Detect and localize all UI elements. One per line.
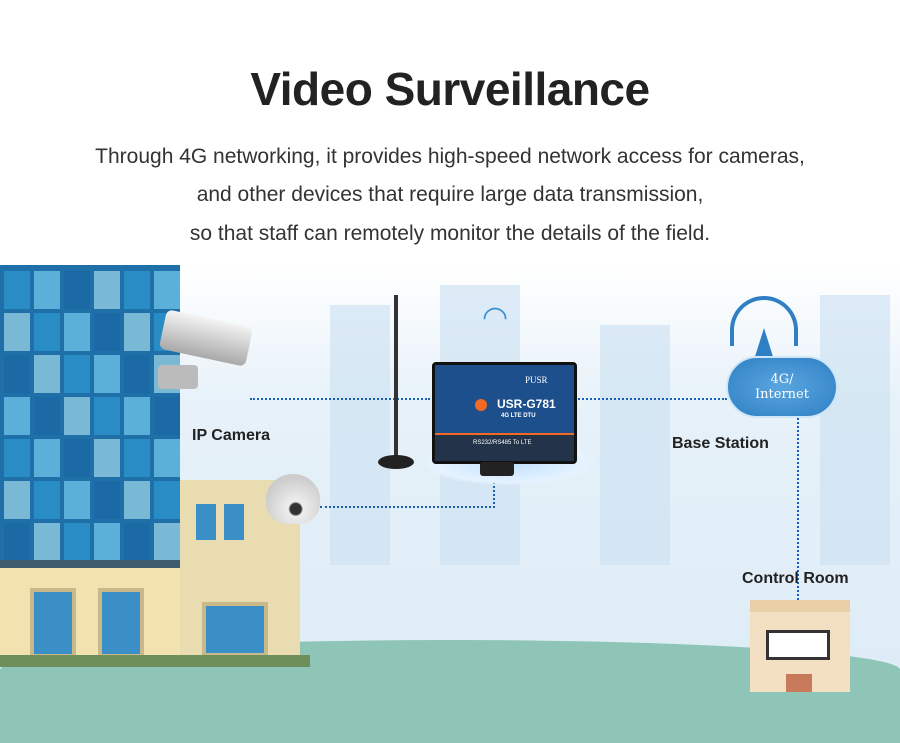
ground-slab — [0, 655, 310, 667]
building-window — [154, 481, 180, 519]
building-window — [34, 397, 60, 435]
device-mount — [480, 462, 514, 476]
background-skyscraper — [330, 305, 390, 565]
cloud-line-2: Internet — [755, 387, 809, 402]
type-label: 4G LTE DTU — [501, 413, 536, 419]
building-window — [64, 313, 90, 351]
building-window — [94, 523, 120, 561]
antenna-icon — [394, 295, 398, 460]
building-window — [4, 439, 30, 477]
building-window — [94, 313, 120, 351]
building-window — [4, 481, 30, 519]
building-window — [64, 481, 90, 519]
control-link-line — [797, 418, 799, 600]
building-window — [64, 523, 90, 561]
office-building — [0, 265, 180, 565]
building-window — [4, 313, 30, 351]
page-title: Video Surveillance — [250, 63, 650, 115]
cloud-line-1: 4G/ — [770, 372, 794, 387]
monitor-icon — [766, 630, 830, 660]
storefront-window — [202, 602, 268, 657]
cloud-icon: 4G/ Internet — [726, 356, 838, 418]
building-window — [64, 271, 90, 309]
background-skyscraper — [600, 325, 670, 565]
building-window — [94, 397, 120, 435]
building-window — [64, 397, 90, 435]
building-window — [34, 271, 60, 309]
camera-mount — [158, 365, 198, 389]
control-room-building — [750, 600, 850, 692]
camera-link-line — [250, 398, 430, 400]
storefront-window — [30, 588, 76, 658]
building-window — [124, 355, 150, 393]
building-window — [94, 355, 120, 393]
router-device: PUSR USR-G781 4G LTE DTU RS232/RS485 To … — [432, 362, 577, 464]
brand-label: PUSR — [525, 375, 548, 385]
building-window — [34, 481, 60, 519]
subtitle-line-3: so that staff can remotely monitor the d… — [189, 222, 711, 245]
door — [786, 674, 812, 692]
signal-waves-icon — [730, 296, 798, 346]
dome-link-line — [320, 470, 495, 508]
building-window — [124, 313, 150, 351]
building-window — [154, 523, 180, 561]
building-window — [124, 271, 150, 309]
building-window — [64, 439, 90, 477]
subtitle-line-1: Through 4G networking, it provides high-… — [95, 145, 805, 168]
antenna-base — [378, 455, 414, 469]
building-window — [34, 355, 60, 393]
base-station-label: Base Station — [672, 435, 769, 452]
model-label: USR-G781 — [497, 397, 556, 411]
building-window — [34, 439, 60, 477]
building-window — [94, 481, 120, 519]
building-window — [224, 504, 244, 540]
subtitle-line-2: and other devices that require large dat… — [196, 183, 704, 206]
logo-icon — [475, 399, 487, 411]
building-window — [196, 504, 216, 540]
interface-label: RS232/RS485 To LTE — [473, 440, 532, 446]
ip-camera-label: IP Camera — [192, 427, 270, 444]
building-window — [154, 397, 180, 435]
device-lower-panel — [435, 433, 574, 461]
building-window — [34, 523, 60, 561]
control-room-label: Control Room — [742, 570, 849, 587]
building-window — [154, 271, 180, 309]
building-window — [124, 481, 150, 519]
building-window — [124, 523, 150, 561]
background-skyscraper — [820, 295, 890, 565]
storefront-window — [98, 588, 144, 658]
building-window — [4, 397, 30, 435]
building-window — [94, 271, 120, 309]
building-window — [4, 355, 30, 393]
dome-camera-icon — [266, 474, 320, 524]
building-window — [124, 397, 150, 435]
building-base — [0, 560, 180, 660]
wifi-icon: ◠ — [482, 301, 509, 334]
building-window — [94, 439, 120, 477]
base-link-line — [575, 398, 727, 400]
building-window — [34, 313, 60, 351]
building-window — [154, 439, 180, 477]
building-window — [124, 439, 150, 477]
building-window — [4, 271, 30, 309]
building-window — [64, 355, 90, 393]
building-window — [4, 523, 30, 561]
